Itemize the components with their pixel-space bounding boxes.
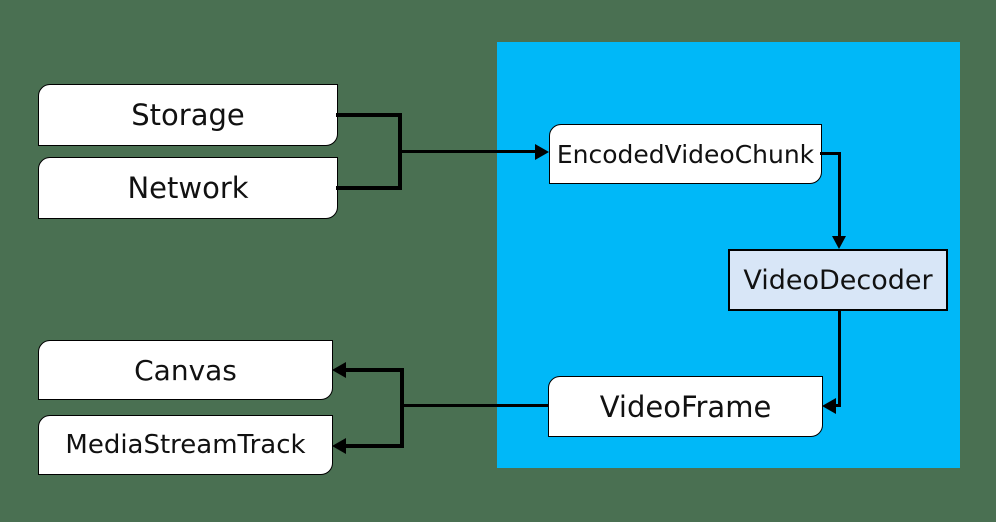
edge-network-stub — [336, 186, 400, 190]
node-video-frame-label: VideoFrame — [599, 389, 772, 424]
edge-frame-out — [403, 404, 548, 407]
arrowhead-into-frame-icon — [822, 398, 836, 414]
node-storage: Storage — [38, 84, 338, 146]
node-encoded-video-chunk-label: EncodedVideoChunk — [556, 139, 815, 169]
node-network-label: Network — [127, 171, 249, 205]
node-encoded-video-chunk: EncodedVideoChunk — [549, 124, 822, 184]
node-video-decoder: VideoDecoder — [728, 249, 948, 311]
arrowhead-into-encoded-chunk-icon — [535, 144, 549, 160]
node-video-decoder-label: VideoDecoder — [743, 264, 933, 296]
node-media-stream-track: MediaStreamTrack — [38, 415, 333, 475]
edge-split-bracket — [400, 368, 404, 448]
edge-media-stream-track-stub — [346, 444, 404, 448]
edge-canvas-stub — [346, 368, 404, 372]
arrowhead-into-media-stream-track-icon — [332, 438, 346, 454]
edge-chunk-to-decoder-h — [820, 152, 841, 155]
node-video-frame: VideoFrame — [548, 376, 823, 437]
node-media-stream-track-label: MediaStreamTrack — [65, 430, 306, 460]
arrowhead-into-canvas-icon — [332, 362, 346, 378]
node-network: Network — [38, 157, 338, 219]
node-storage-label: Storage — [131, 98, 245, 132]
edge-decoder-to-frame-v — [838, 311, 841, 407]
arrowhead-into-decoder-icon — [832, 236, 846, 249]
node-canvas-label: Canvas — [134, 353, 237, 387]
edge-chunk-to-decoder-v — [838, 152, 841, 237]
edge-storage-stub — [336, 113, 400, 117]
edge-decoder-to-frame-h — [834, 404, 841, 407]
node-canvas: Canvas — [38, 340, 333, 400]
edge-to-encoded-chunk — [400, 150, 536, 153]
